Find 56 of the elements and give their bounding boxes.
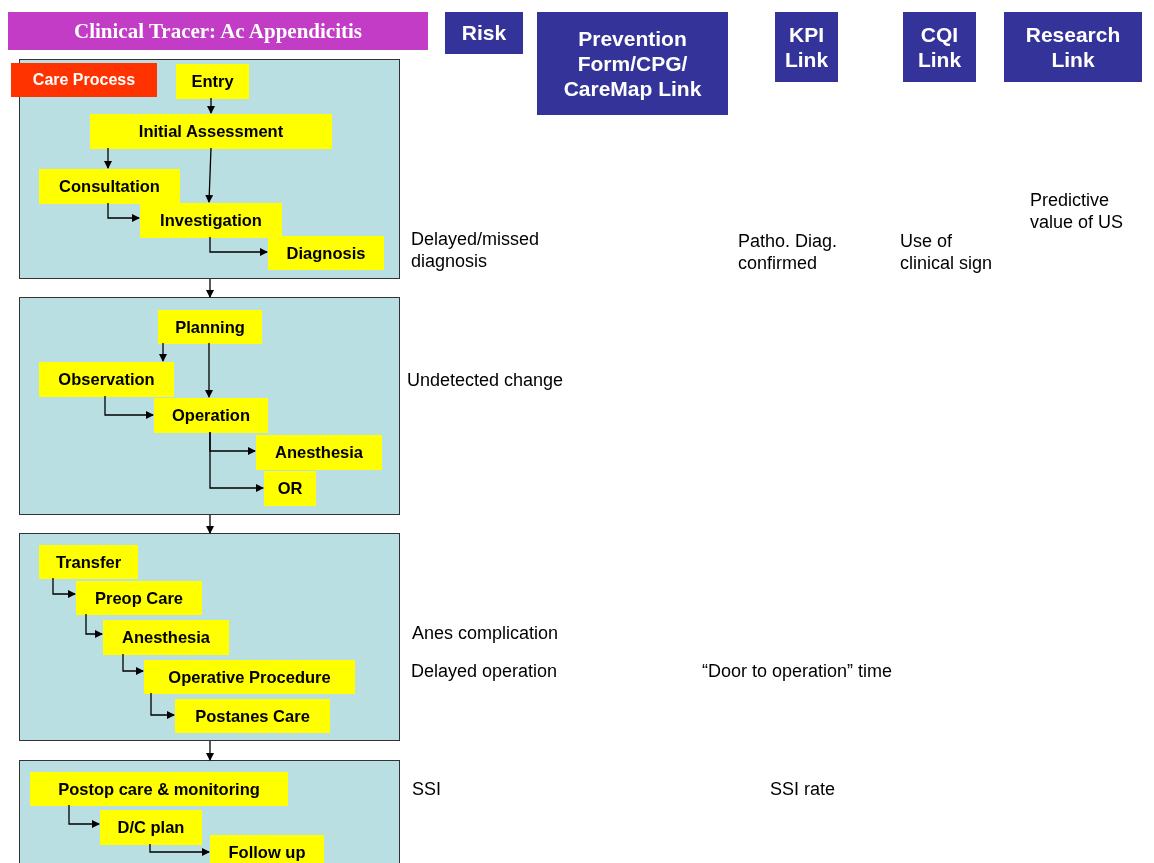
table-note: Patho. Diag. confirmed — [738, 231, 839, 275]
process-step: Operative Procedure — [144, 660, 355, 694]
table-note: Undetected change — [407, 370, 565, 392]
arrow — [206, 278, 214, 298]
column-header: Research Link — [1004, 12, 1142, 82]
arrow — [149, 843, 210, 856]
arrow — [85, 613, 103, 638]
title-banner: Clinical Tracer: Ac Appendicitis — [8, 12, 428, 50]
arrow — [104, 147, 112, 169]
table-note: Delayed operation — [411, 661, 559, 683]
stage-panel — [19, 297, 400, 515]
process-step: Investigation — [140, 203, 282, 238]
process-step: Preop Care — [76, 581, 202, 615]
process-step: Entry — [176, 64, 249, 99]
arrow — [104, 395, 154, 419]
table-note: “Door to operation” time — [702, 661, 894, 683]
stage-panel — [19, 760, 400, 863]
arrow — [205, 147, 214, 203]
arrow — [206, 514, 214, 534]
arrow — [107, 202, 140, 222]
column-header: CQI Link — [903, 12, 976, 82]
column-header: KPI Link — [775, 12, 838, 82]
stage-panel — [19, 59, 400, 279]
table-note: SSI — [412, 779, 442, 801]
process-step: Anesthesia — [256, 435, 382, 470]
process-step: D/C plan — [100, 810, 202, 845]
process-step: Postanes Care — [175, 699, 330, 733]
process-step: Anesthesia — [103, 620, 229, 655]
table-note: SSI rate — [770, 779, 837, 801]
arrow — [122, 653, 144, 675]
arrow — [206, 740, 214, 761]
process-step: Planning — [158, 310, 262, 344]
process-step: Postop care & monitoring — [30, 772, 288, 806]
table-note: Delayed/missed diagnosis — [411, 229, 541, 273]
process-step: Diagnosis — [268, 236, 384, 270]
arrow — [159, 342, 167, 362]
arrow — [68, 804, 100, 828]
process-step: Transfer — [39, 545, 138, 579]
table-note: Predictive value of US — [1030, 190, 1125, 234]
process-step: Observation — [39, 362, 174, 397]
table-note: Anes complication — [412, 623, 560, 645]
process-step: Operation — [154, 398, 268, 433]
stage-panel — [19, 533, 400, 741]
arrow — [205, 342, 213, 398]
column-header: Prevention Form/CPG/ CareMap Link — [537, 12, 728, 115]
arrow — [150, 692, 175, 719]
process-step: Initial Assessment — [90, 114, 332, 149]
process-step: OR — [264, 471, 316, 506]
process-step: Consultation — [39, 169, 180, 204]
arrow — [207, 97, 215, 114]
arrow — [52, 577, 76, 598]
process-step: Follow up — [210, 835, 324, 863]
table-note: Use of clinical sign — [900, 231, 994, 275]
column-header: Risk — [445, 12, 523, 54]
arrow — [209, 431, 264, 492]
arrow — [209, 236, 268, 256]
